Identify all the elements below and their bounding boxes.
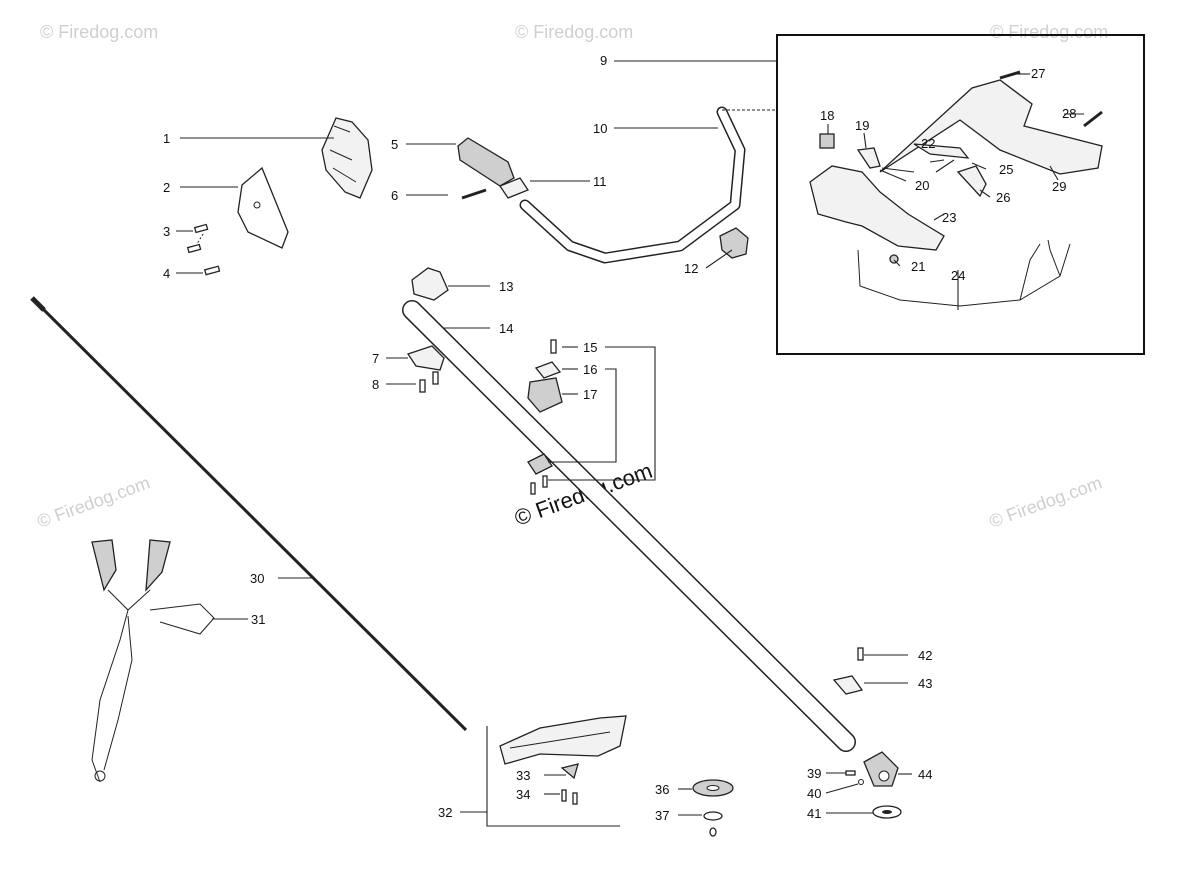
callout-42: 42 bbox=[918, 648, 932, 663]
callout-10: 10 bbox=[593, 121, 607, 136]
callout-9: 9 bbox=[600, 53, 607, 68]
callout-29: 29 bbox=[1052, 179, 1066, 194]
part-gearhead-44 bbox=[863, 751, 899, 787]
part-holder-13 bbox=[411, 267, 449, 301]
callout-8: 8 bbox=[372, 377, 379, 392]
part-screws-3-4 bbox=[186, 223, 221, 276]
part-lower-clamp bbox=[527, 453, 553, 495]
part-screw-27 bbox=[999, 70, 1021, 80]
part-knob-12 bbox=[719, 227, 749, 259]
callout-16: 16 bbox=[583, 362, 597, 377]
callout-33: 33 bbox=[516, 768, 530, 783]
callout-21: 21 bbox=[911, 259, 925, 274]
callout-19: 19 bbox=[855, 118, 869, 133]
callout-40: 40 bbox=[807, 786, 821, 801]
callout-13: 13 bbox=[499, 279, 513, 294]
part-lever-19 bbox=[856, 147, 881, 169]
part-clip-16 bbox=[534, 361, 562, 379]
callout-11: 11 bbox=[593, 174, 607, 189]
callout-32: 32 bbox=[438, 805, 452, 820]
part-switch-17 bbox=[527, 377, 563, 413]
watermark-top-left: © Firedog.com bbox=[40, 22, 158, 42]
part-washer-36 bbox=[692, 779, 734, 797]
callout-24: 24 bbox=[951, 268, 965, 283]
callout-15: 15 bbox=[583, 340, 597, 355]
callout-20: 20 bbox=[915, 178, 929, 193]
callout-14: 14 bbox=[499, 321, 513, 336]
callout-39: 39 bbox=[807, 766, 821, 781]
part-blade-33 bbox=[560, 763, 579, 780]
part-throttle-housing bbox=[809, 79, 1103, 251]
callout-25: 25 bbox=[999, 162, 1013, 177]
part-handlebar-10 bbox=[519, 106, 746, 264]
part-bracket-7 bbox=[406, 345, 445, 371]
callout-labels: 1 2 3 4 5 6 7 8 9 10 11 12 13 14 15 16 1… bbox=[163, 53, 1076, 823]
callout-17: 17 bbox=[583, 387, 597, 402]
leader-lines bbox=[176, 60, 1084, 827]
callout-44: 44 bbox=[918, 767, 932, 782]
callout-7: 7 bbox=[372, 351, 379, 366]
part-washer-40 bbox=[858, 779, 864, 785]
watermark-top-center: © Firedog.com bbox=[515, 22, 633, 42]
callout-27: 27 bbox=[1031, 66, 1045, 81]
callout-12: 12 bbox=[684, 261, 698, 276]
callout-37: 37 bbox=[655, 808, 669, 823]
callout-28: 28 bbox=[1062, 106, 1076, 121]
part-switch-18 bbox=[819, 133, 835, 149]
part-bracket-43 bbox=[832, 675, 864, 695]
callout-1: 1 bbox=[163, 131, 170, 146]
callout-18: 18 bbox=[820, 108, 834, 123]
part-lock-26 bbox=[956, 165, 987, 198]
part-cable-24 bbox=[857, 239, 1071, 307]
callout-5: 5 bbox=[391, 137, 398, 152]
watermark-mid-right: © Firedog.com bbox=[987, 472, 1105, 531]
part-clamp-11 bbox=[499, 177, 529, 199]
inset-frame bbox=[776, 34, 1145, 355]
callout-22: 22 bbox=[921, 136, 935, 151]
callout-41: 41 bbox=[807, 806, 821, 821]
part-washer-37 bbox=[703, 811, 723, 837]
part-screws-34 bbox=[561, 789, 578, 805]
part-shaft-14 bbox=[402, 300, 856, 752]
callout-3: 3 bbox=[163, 224, 170, 239]
part-nut-21 bbox=[889, 254, 899, 264]
watermark-mid-left: © Firedog.com bbox=[35, 472, 153, 531]
callout-34: 34 bbox=[516, 787, 530, 802]
part-screws-8 bbox=[419, 371, 439, 393]
callout-4: 4 bbox=[163, 266, 170, 281]
watermark-top-right: © Firedog.com bbox=[990, 22, 1108, 42]
part-screw-39 bbox=[845, 770, 856, 776]
callout-23: 23 bbox=[942, 210, 956, 225]
part-screw-42 bbox=[857, 647, 864, 661]
part-cover-1 bbox=[321, 117, 373, 199]
part-bolt-6 bbox=[461, 188, 487, 200]
part-screw-15 bbox=[550, 339, 557, 354]
part-shield-2 bbox=[237, 166, 289, 249]
callout-36: 36 bbox=[655, 782, 669, 797]
part-trigger-22 bbox=[913, 143, 970, 159]
part-flange-41 bbox=[872, 805, 902, 819]
part-screw-28 bbox=[1083, 110, 1103, 128]
callout-43: 43 bbox=[918, 676, 932, 691]
part-grip-5 bbox=[457, 137, 515, 187]
callout-2: 2 bbox=[163, 180, 170, 195]
callout-30: 30 bbox=[250, 571, 264, 586]
callout-31: 31 bbox=[251, 612, 265, 627]
part-harness-31 bbox=[91, 539, 215, 783]
part-driveshaft-30 bbox=[30, 296, 468, 732]
part-guard-32 bbox=[499, 715, 627, 765]
callout-26: 26 bbox=[996, 190, 1010, 205]
callout-6: 6 bbox=[391, 188, 398, 203]
